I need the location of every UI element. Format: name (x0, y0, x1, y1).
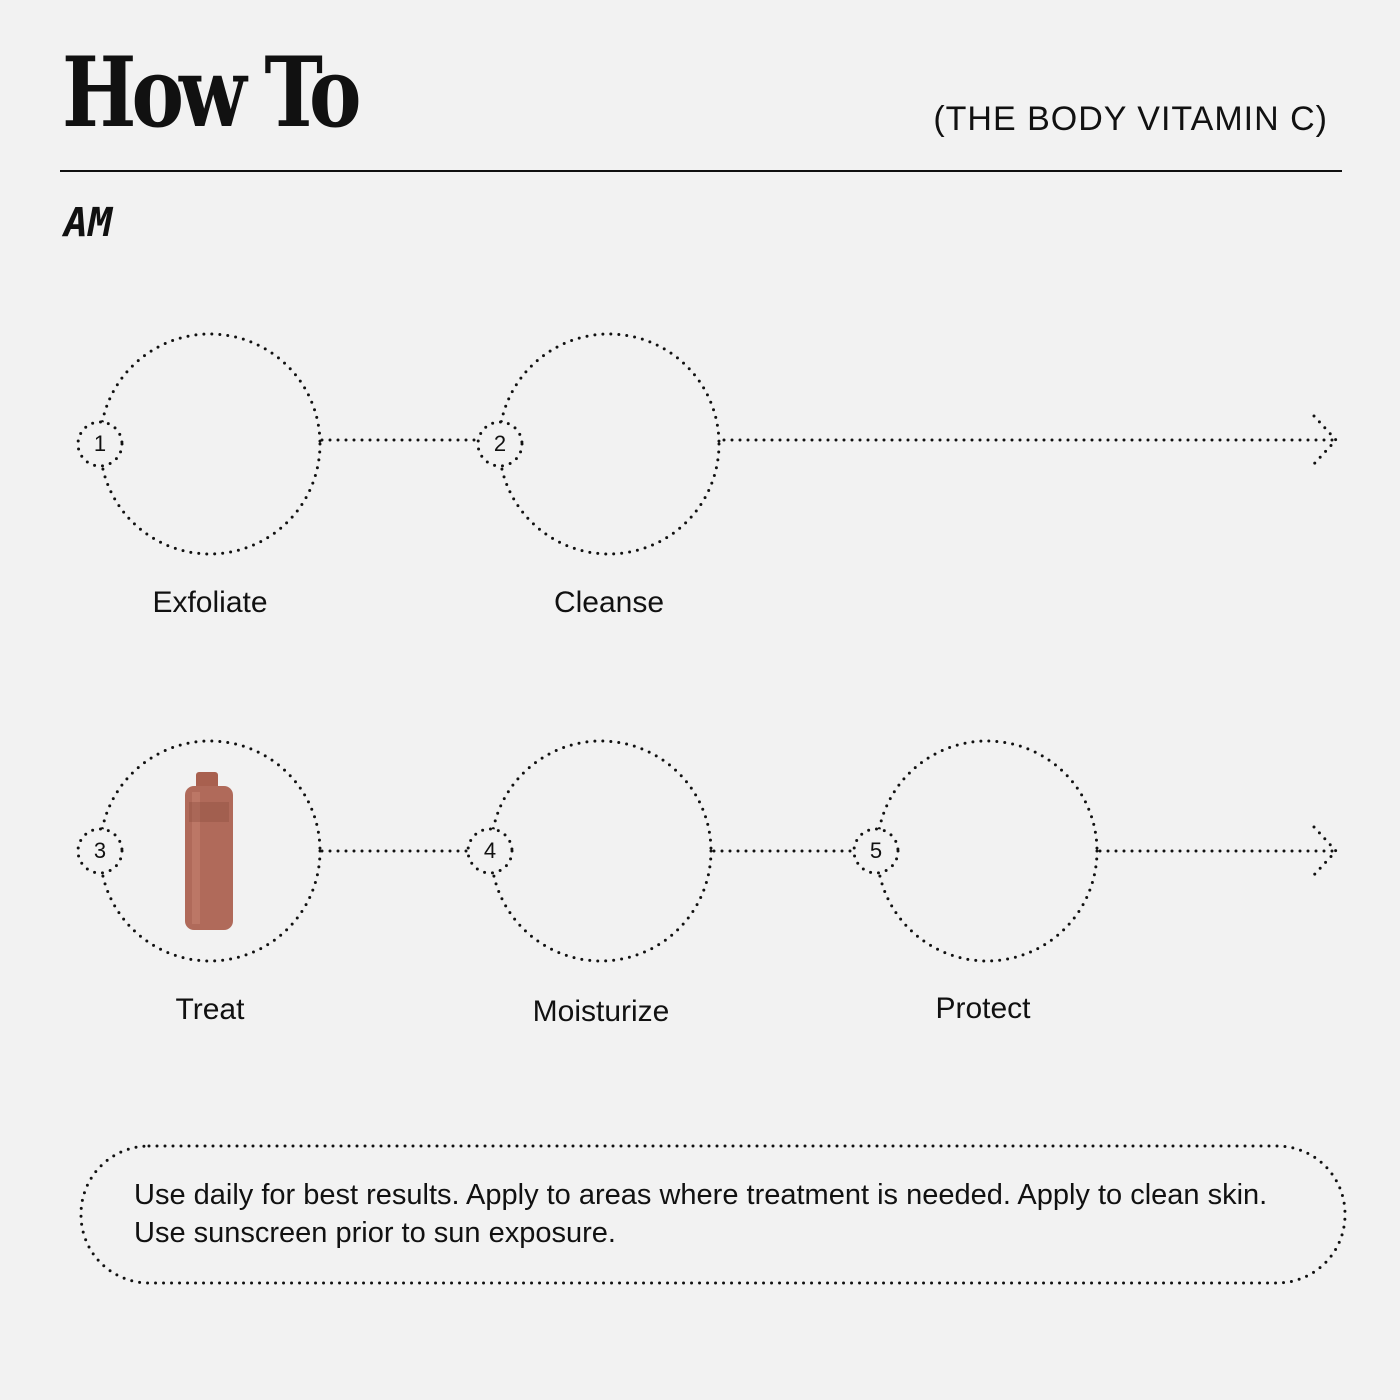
product-bottle-image (185, 772, 233, 930)
step-label: Exfoliate (152, 586, 268, 619)
number-badge-1 (76, 420, 124, 468)
page-title: How To (62, 36, 362, 149)
note-box (79, 1144, 1347, 1285)
step-number: 4 (483, 838, 497, 863)
usage-note: Use daily for best results. Apply to are… (134, 1179, 1268, 1249)
arrow-head-icon (1312, 825, 1339, 877)
section-label: AM (64, 200, 113, 246)
step-number: 2 (493, 431, 507, 456)
number-badge-3 (76, 827, 124, 875)
step-circle-4 (489, 739, 713, 963)
divider (60, 170, 1342, 172)
step-number: 3 (93, 838, 107, 863)
step-number: 1 (93, 431, 107, 456)
step-label: Moisturize (532, 995, 670, 1028)
step-label: Cleanse (553, 586, 665, 619)
number-badge-4 (466, 827, 514, 875)
step-circle-2 (497, 332, 721, 556)
step-label: Treat (175, 993, 245, 1026)
number-badge-2 (476, 420, 524, 468)
step-label: Protect (935, 992, 1031, 1025)
step-number: 5 (869, 838, 883, 863)
product-name: (THE BODY VITAMIN C) (933, 100, 1328, 138)
arrow-head-icon (1312, 414, 1339, 466)
step-circle-1 (98, 332, 322, 556)
step-circle-5 (875, 739, 1099, 963)
number-badge-5 (852, 827, 900, 875)
